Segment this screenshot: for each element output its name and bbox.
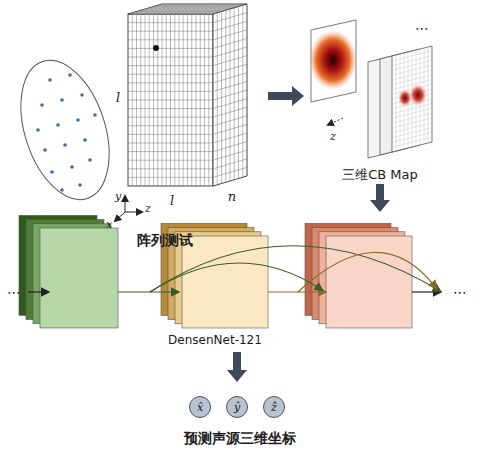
label: z <box>330 131 336 142</box>
label: n <box>228 190 236 203</box>
label: ⋯ <box>415 21 429 35</box>
label: 三维CB Map <box>342 168 418 181</box>
coordinate-symbol: x̂ <box>197 401 203 414</box>
label: y <box>115 191 121 202</box>
coordinate-symbol: ẑ <box>271 401 277 414</box>
output-circle: x̂ <box>189 396 211 418</box>
label: DensenNet-121 <box>168 334 262 346</box>
label: x <box>106 219 112 230</box>
label: ⋯ <box>7 285 21 299</box>
label: 阵列测试 <box>137 233 193 247</box>
label: z <box>145 203 151 214</box>
label: 预测声源三维坐标 <box>184 431 296 445</box>
label: ⋯ <box>453 285 467 299</box>
label: l <box>116 91 120 104</box>
output-circle: ẑ <box>263 396 285 418</box>
output-circle: ŷ <box>226 396 248 418</box>
label: l <box>170 194 174 207</box>
coordinate-symbol: ŷ <box>234 401 240 414</box>
